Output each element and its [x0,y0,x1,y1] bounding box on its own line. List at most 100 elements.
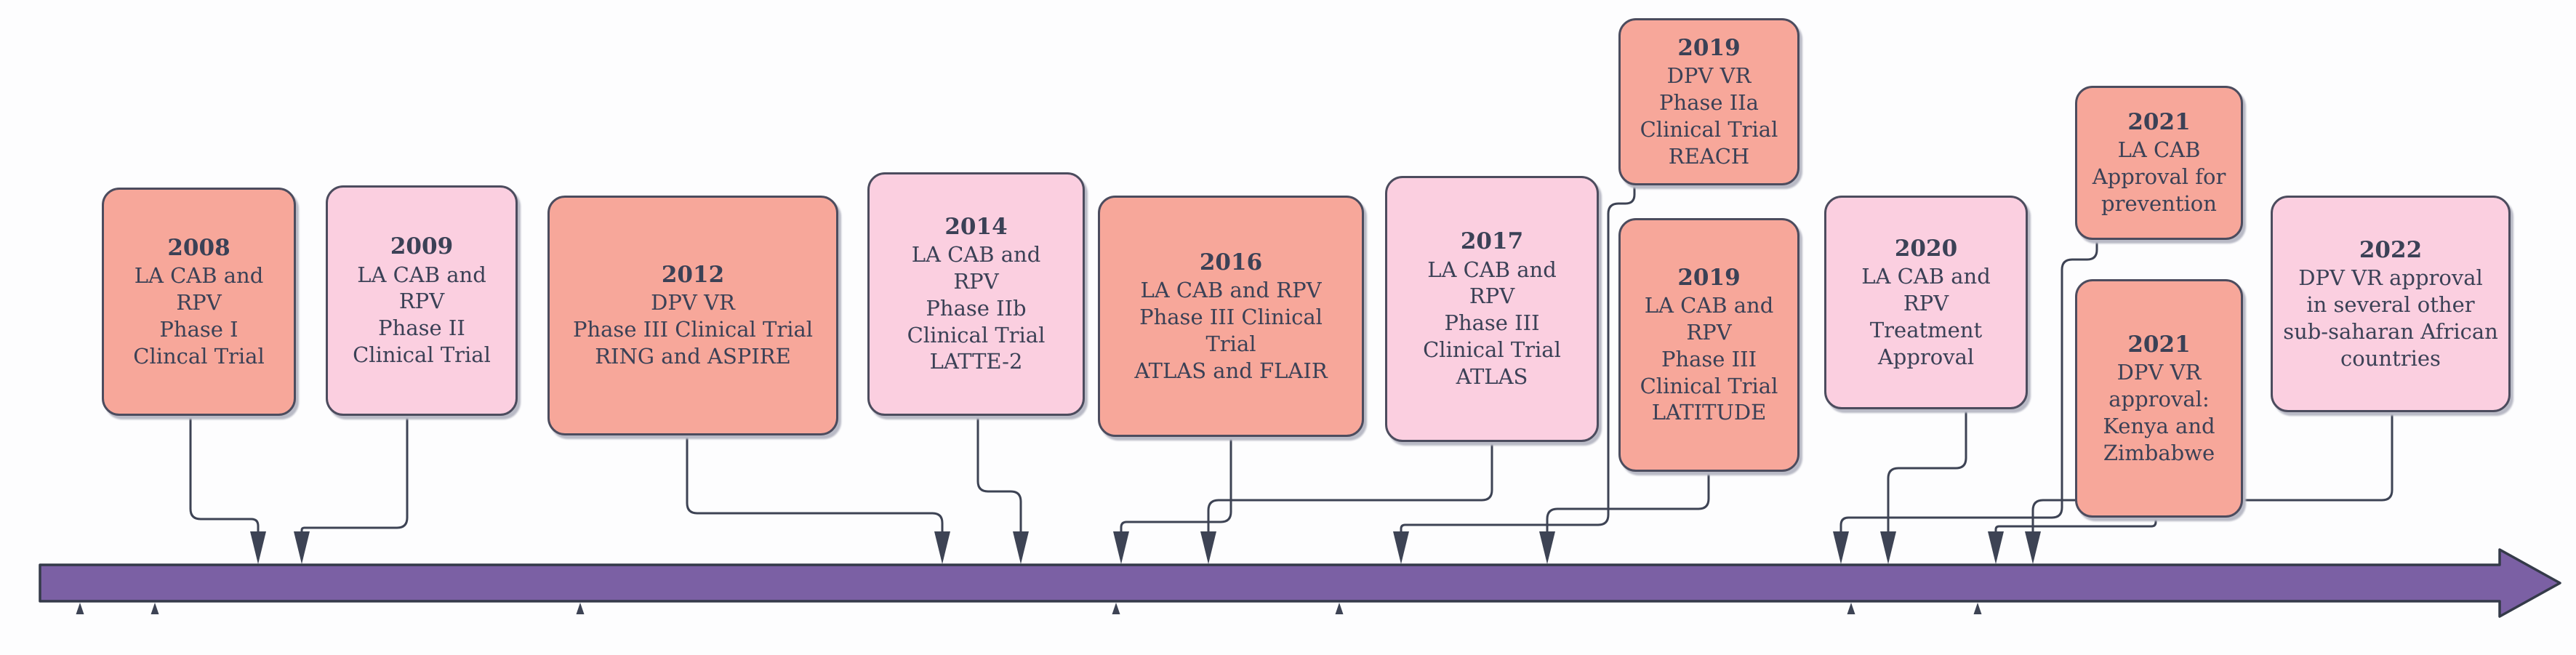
event-line: approval: [2108,386,2210,411]
event-line: ATLAS [1456,363,1528,389]
event-line: RING and ASPIRE [595,344,791,369]
event-year: 2021 [2127,331,2191,358]
event-line: ATLAS and FLAIR [1134,358,1328,383]
event-line: Clincal Trial [133,343,265,369]
event-line: RPV [398,289,445,314]
connector-line [189,416,260,533]
event-line: RPV [1469,284,1515,309]
event-line: LA CAB and [134,263,264,289]
connector-arrowhead [1113,531,1129,564]
event-line: RPV [1686,319,1732,345]
event-line: RPV [953,268,999,294]
event-line: RPV [176,289,222,315]
event-line: LA CAB and [1427,257,1557,282]
event-line: Clinical Trial [1640,116,1778,142]
event-line: LA CAB and [911,242,1041,268]
connector-line [686,435,944,533]
event-line: DPV VR [651,290,735,316]
event-line: Zimbabwe [2103,440,2215,465]
event-line: prevention [2101,191,2217,217]
event-line: LA CAB and [1861,264,1991,289]
timeline-tick [1847,603,1855,614]
event-line: countries [2340,345,2441,371]
event-line: REACH [1668,143,1750,169]
connector-arrowhead [1833,531,1849,564]
event-year: 2012 [661,262,725,289]
event-line: Phase II [378,316,465,341]
timeline-tick [1112,603,1120,614]
event-year: 2009 [390,233,454,260]
connector-line [1400,185,1636,533]
event-line: DPV VR approval [2298,265,2483,291]
connector-arrowhead [250,531,266,564]
connector-arrowhead [1988,531,2004,564]
event-year: 2022 [2359,236,2423,263]
connector-arrowhead [294,531,310,564]
event-line: Phase III Clinical [1139,304,1323,329]
connector-line [1887,409,1967,533]
event-line: Kenya and [2103,413,2215,438]
connector-arrowhead [1013,531,1029,564]
event-line: Phase III [1444,310,1540,336]
event-line: Approval [1877,344,1975,369]
connector-arrowhead [1880,531,1896,564]
event-line: Phase IIa [1659,89,1759,115]
connector-line [1207,442,1493,533]
event-line: in several other [2306,292,2475,317]
event-line: LA CAB and [357,262,486,287]
timeline-tick [1973,603,1982,614]
event-line: Phase IIb [926,295,1027,321]
event-line: Approval for [2092,164,2226,190]
timeline-arrow [39,548,2561,618]
event-line: Treatment [1869,317,1983,342]
event-line: Phase III [1661,346,1757,371]
event-line: LATTE-2 [929,349,1023,374]
connector-line [300,416,409,533]
event-line: DPV VR [2116,360,2202,385]
event-line: Clinical Trial [907,322,1046,347]
event-line: RPV [1903,290,1949,316]
event-year: 2019 [1677,264,1741,291]
event-year: 2014 [944,213,1008,240]
event-line: Clinical Trial [353,342,491,367]
event-line: Phase III Clinical Trial [572,317,814,342]
event-year: 2008 [167,234,230,261]
connector-line [1839,240,2098,533]
event-line: DPV VR [1666,63,1752,89]
event-year: 2020 [1894,235,1958,262]
connector-line [976,416,1022,533]
event-year: 2019 [1677,34,1741,61]
event-year: 2017 [1460,228,1524,255]
connector-line [1994,518,2157,533]
connector-arrowhead [934,531,950,564]
connector-arrowhead [1200,531,1216,564]
connector-line [1120,437,1232,533]
event-line: LATITUDE [1651,400,1767,425]
timeline-tick [76,603,84,614]
connector-arrowhead [1393,531,1409,564]
event-line: Phase I [159,316,238,342]
timeline-tick [1335,603,1344,614]
event-year: 2016 [1199,249,1263,276]
event-line: Clinical Trial [1423,337,1561,363]
event-line: LA CAB and [1644,293,1774,318]
connector-line [1546,472,1710,533]
event-line: sub-saharan African [2283,318,2498,344]
event-year: 2021 [2127,109,2191,136]
timeline-tick [151,603,159,614]
connector-arrowhead [2025,531,2041,564]
